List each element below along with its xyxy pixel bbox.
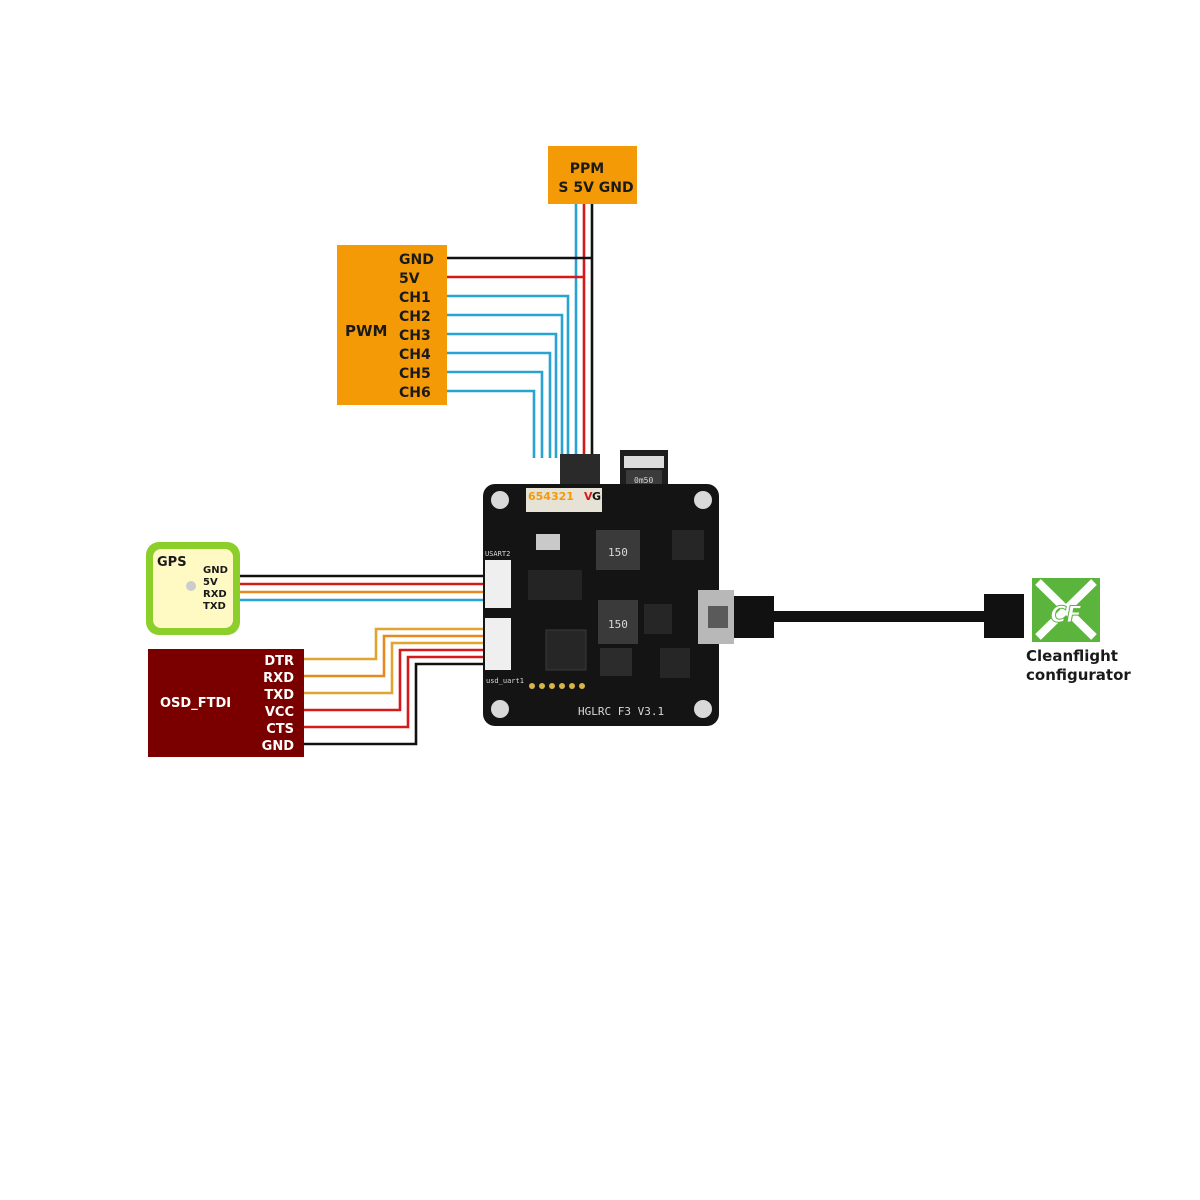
pwm-ch6-wire xyxy=(447,389,536,458)
osd-dtr-wire xyxy=(304,627,484,661)
osd-pin-label: VCC xyxy=(265,705,294,720)
flight-controller-board: 0m50 654321 V G USART2 usd_uart1 150 150 xyxy=(483,450,734,726)
gps-module: GPS GND 5V RXD TXD xyxy=(146,542,240,635)
inductor-mid xyxy=(598,600,638,644)
osd-rxd-wire xyxy=(304,634,484,678)
pwm-ch3-wire xyxy=(447,332,558,458)
cleanflight-logo: CF xyxy=(1032,578,1100,642)
header-pin-strip xyxy=(526,488,602,512)
header-v: V xyxy=(584,490,593,503)
ppm-receiver-box: PPM S 5V GND xyxy=(548,146,637,204)
gps-pin-label: TXD xyxy=(203,601,226,612)
mounting-hole xyxy=(491,700,509,718)
chip xyxy=(660,648,690,678)
usb-cable xyxy=(734,594,1024,638)
osd-title: OSD_FTDI xyxy=(160,696,231,711)
inductor-top-label: 150 xyxy=(608,546,628,559)
connector-mark: 0m50 xyxy=(634,476,653,485)
uart1-connector xyxy=(485,618,511,670)
pwm-pin-label: CH6 xyxy=(399,385,431,401)
gps-pin-label: GND xyxy=(203,565,228,576)
configurator-line2: configurator xyxy=(1026,666,1131,684)
pwm-wires xyxy=(447,256,592,458)
uart2-connector xyxy=(485,560,511,608)
board-name: HGLRC F3 V3.1 xyxy=(578,705,664,718)
header-g: G xyxy=(592,490,601,503)
ppm-title: PPM xyxy=(570,161,604,177)
gps-wires xyxy=(240,574,484,602)
mcu-chip xyxy=(545,629,587,671)
pwm-pin-label: CH2 xyxy=(399,309,431,325)
uart2-label: USART2 xyxy=(485,550,510,558)
osd-pin-label: TXD xyxy=(264,688,294,703)
pwm-title: PWM xyxy=(345,322,387,340)
pwm-ch5-wire xyxy=(447,370,544,458)
chip xyxy=(600,648,632,676)
pwm-pin-label: CH4 xyxy=(399,347,431,363)
osd-pin-label: DTR xyxy=(264,654,294,669)
pwm-pin-label: GND xyxy=(399,252,434,268)
osd-ftdi-box: OSD_FTDI DTR RXD TXD VCC CTS GND xyxy=(148,649,304,757)
pwm-ch2-wire xyxy=(447,313,564,458)
osd-pin-label: GND xyxy=(262,739,295,754)
configurator-line1: Cleanflight xyxy=(1026,647,1118,665)
osd-txd-wire xyxy=(304,641,484,695)
pwm-receiver-box: PWM GND 5V CH1 CH2 CH3 CH4 CH5 CH6 xyxy=(337,245,447,405)
ppm-wires xyxy=(574,204,594,458)
logo-text: CF xyxy=(1050,603,1081,628)
inductor-mid-label: 150 xyxy=(608,618,628,631)
osd-cts-wire xyxy=(304,655,484,729)
gps-pin-label: 5V xyxy=(203,577,218,588)
mounting-hole xyxy=(694,700,712,718)
crystal xyxy=(536,534,560,550)
gps-title: GPS xyxy=(157,555,187,570)
osd-wires xyxy=(304,627,484,746)
osd-vcc-wire xyxy=(304,648,484,712)
inductor-top xyxy=(596,530,640,570)
uart1-label: usd_uart1 xyxy=(486,677,524,685)
mounting-hole xyxy=(491,491,509,509)
chip xyxy=(672,530,704,560)
pwm-ch1-wire xyxy=(447,294,570,458)
osd-pin-label: RXD xyxy=(263,671,294,686)
chip xyxy=(644,604,672,634)
gps-pin-label: RXD xyxy=(203,589,227,600)
header-digits: 654321 xyxy=(528,490,574,503)
osd-gnd-wire xyxy=(304,662,484,746)
pwm-pin-label: 5V xyxy=(399,271,420,287)
solder-pads xyxy=(529,683,585,689)
usb-plug xyxy=(734,596,774,638)
pwm-ch4-wire xyxy=(447,351,552,458)
mounting-hole xyxy=(694,491,712,509)
pwm-pin-label: CH1 xyxy=(399,290,431,306)
pwm-pin-label: CH5 xyxy=(399,366,431,382)
ppm-pins: S 5V GND xyxy=(558,180,633,196)
usb-cable-line xyxy=(774,611,986,622)
usb-plug-far xyxy=(984,594,1024,638)
chip xyxy=(528,570,582,600)
pwm-pin-label: CH3 xyxy=(399,328,431,344)
receiver-header xyxy=(560,454,600,484)
gps-antenna-icon xyxy=(186,581,196,591)
osd-pin-label: CTS xyxy=(266,722,294,737)
